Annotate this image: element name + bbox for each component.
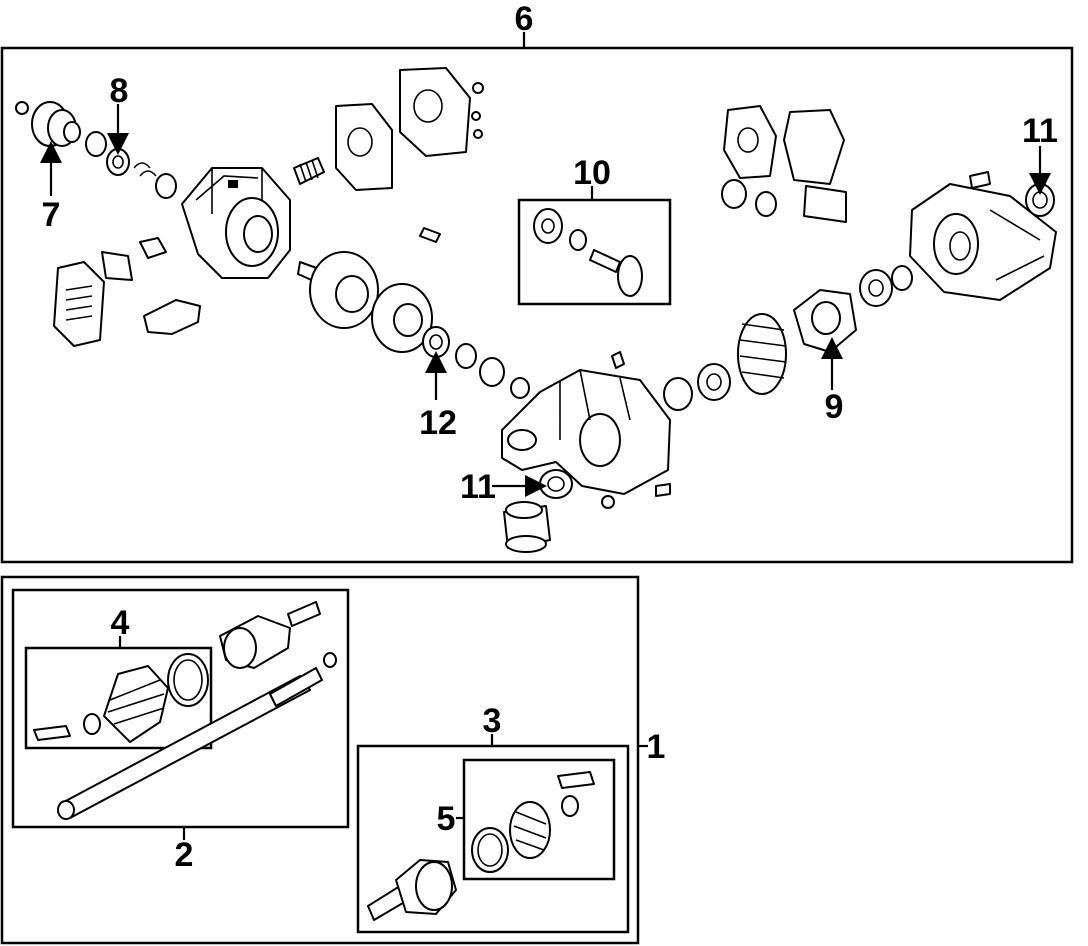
pinion-kit-frame [517, 198, 672, 306]
front-carrier-case [181, 167, 291, 279]
boot-kit-frame [24, 646, 213, 750]
outer-cv-joint [367, 859, 457, 921]
callout-11-bottom: 11 [460, 468, 496, 506]
mount-bushing [503, 501, 551, 553]
axle-shaft-frame [0, 575, 640, 945]
rear-carrier-housing [501, 351, 671, 509]
callout-1: 1 [647, 728, 666, 766]
callout-3: 3 [483, 702, 502, 740]
sensor-parts [53, 237, 201, 347]
outer-boot-kit-frame [462, 758, 616, 881]
callout-7: 7 [42, 196, 61, 234]
callout-11-top: 11 [1022, 112, 1058, 150]
spring-and-bolt [293, 157, 441, 243]
differential-assembly-frame [0, 46, 1074, 564]
pinion-kit-parts [533, 208, 643, 297]
callout-5: 5 [437, 800, 456, 838]
callout-8: 8 [110, 72, 129, 110]
callout-4: 4 [111, 604, 130, 642]
ring-gear-and-bearings [663, 265, 913, 411]
callout-12: 12 [419, 404, 457, 442]
inner-shaft-frame [11, 588, 350, 829]
callout-9: 9 [825, 388, 844, 426]
cover-gaskets-right [721, 105, 847, 223]
callout-10: 10 [573, 154, 611, 192]
drive-pinion-stack [297, 251, 530, 399]
cover-gaskets-left [335, 67, 484, 191]
outer-boot-kit-parts [471, 771, 595, 873]
inner-axle-shaft [57, 601, 337, 820]
companion-flange [15, 101, 107, 157]
callout-2: 2 [175, 836, 194, 874]
callout-6: 6 [515, 0, 534, 38]
boot-kit-parts [33, 653, 209, 743]
pinion-seal [106, 148, 177, 199]
rear-cover [909, 171, 1057, 301]
